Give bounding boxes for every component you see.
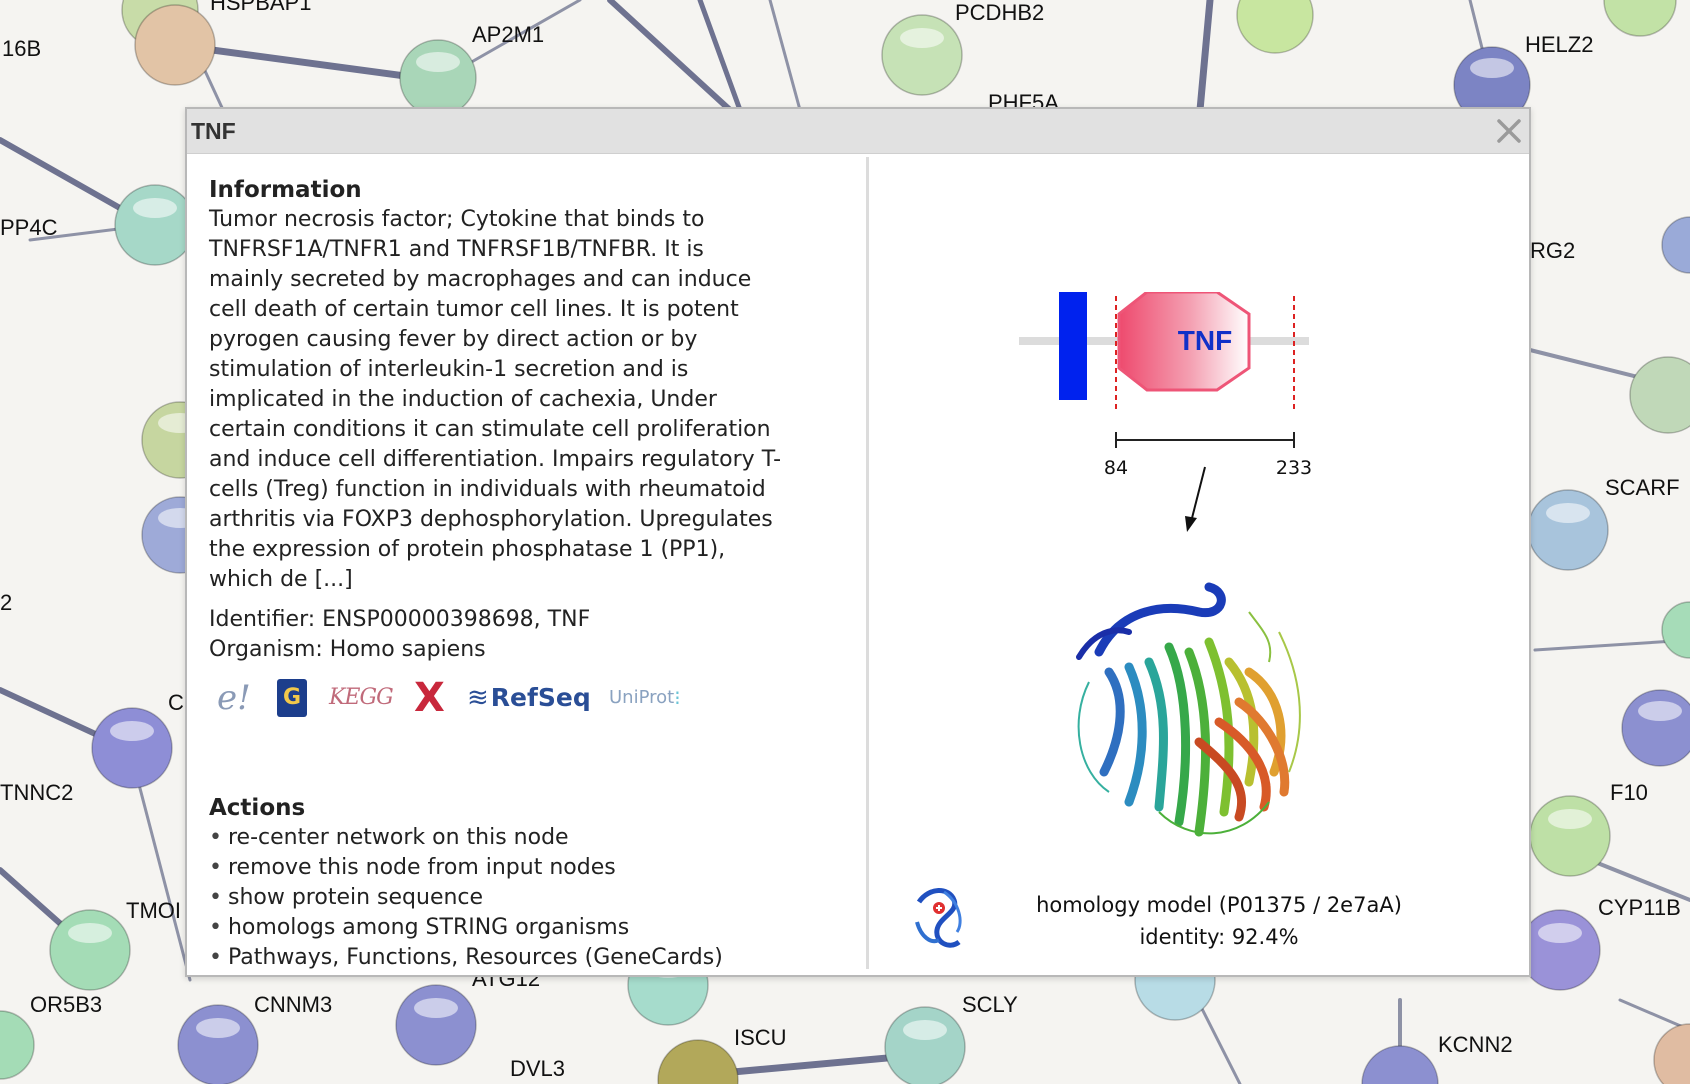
refseq-label: RefSeq <box>490 683 591 712</box>
node-label: OR5B3 <box>30 992 102 1017</box>
node-label: PP4C <box>0 215 58 240</box>
node-label: AP2M1 <box>472 22 544 47</box>
model-description: homology model (P01375 / 2e7aA) <box>1036 893 1402 917</box>
kegg-label: KEGG <box>329 685 394 710</box>
node-label: TNNC2 <box>0 780 73 805</box>
genecards-icon[interactable]: G <box>277 675 311 721</box>
popup-title: TNF <box>191 118 236 144</box>
x-icon[interactable]: X <box>414 675 448 721</box>
identifier-text: Identifier: ENSP00000398698, TNF <box>209 607 591 632</box>
node-label: C <box>168 690 184 715</box>
uniprot-icon[interactable]: UniProt ⁝ <box>609 675 709 721</box>
action-label: re-center network on this node <box>227 825 569 850</box>
database-links: e! G KEGG X ≋ RefSeq UniProt ⁝ <box>209 675 809 721</box>
x-label: X <box>414 675 445 721</box>
information-heading: Information <box>209 177 362 203</box>
recenter-action[interactable]: •re-center network on this node <box>209 825 569 850</box>
refseq-icon[interactable]: ≋ RefSeq <box>467 675 591 721</box>
structure-panel: TNF 84 233 <box>869 157 1529 977</box>
actions-section: Actions •re-center network on this node … <box>209 793 809 973</box>
domain-end: 233 <box>1276 457 1312 479</box>
pointer-arrow <box>1190 466 1206 523</box>
node-label: RG2 <box>1530 238 1575 263</box>
remove-node-action[interactable]: •remove this node from input nodes <box>209 855 616 880</box>
node-label: 16B <box>2 36 41 61</box>
uniprot-label: UniProt <box>609 687 675 708</box>
genecards-label: G <box>282 685 302 710</box>
action-label: homologs among STRING organisms <box>227 915 630 940</box>
node-label: KCNN2 <box>1438 1032 1513 1057</box>
action-label: remove this node from input nodes <box>227 855 616 880</box>
genecards-action[interactable]: •Pathways, Functions, Resources (GeneCar… <box>209 945 723 970</box>
node-label: SCARF <box>1605 475 1680 500</box>
node-label: 2 <box>0 590 12 615</box>
close-icon[interactable] <box>1491 113 1527 149</box>
organism-text: Organism: Homo sapiens <box>209 637 486 662</box>
domain-start: 84 <box>1104 457 1128 479</box>
panel-divider <box>866 157 869 969</box>
popup-header: TNF <box>187 109 1529 154</box>
homology-model-caption: homology model (P01375 / 2e7aA) identity… <box>969 889 1469 953</box>
node-label: F10 <box>1610 780 1648 805</box>
node-label: TMOI <box>126 898 181 923</box>
node-label: DVL3 <box>510 1056 565 1081</box>
domain-label: TNF <box>1178 325 1232 356</box>
action-label: show protein sequence <box>227 885 484 910</box>
actions-heading: Actions <box>209 795 306 821</box>
node-label: PCDHB2 <box>955 0 1044 25</box>
node-label: HSPBAP1 <box>210 0 312 15</box>
homologs-action[interactable]: •homologs among STRING organisms <box>209 915 630 940</box>
transmembrane-segment <box>1059 292 1087 400</box>
uniprot-dots-icon: ⁝ <box>674 686 681 710</box>
node-label: HELZ2 <box>1525 32 1593 57</box>
tnf-domain[interactable] <box>1117 292 1251 392</box>
node-label: CYP11B <box>1598 895 1681 920</box>
kegg-icon[interactable]: KEGG <box>329 675 394 721</box>
model-identity: identity: 92.4% <box>1139 925 1299 949</box>
ensembl-icon[interactable]: e! <box>217 675 259 721</box>
action-label: Pathways, Functions, Resources (GeneCard… <box>227 945 723 970</box>
node-label: SCLY <box>962 992 1018 1017</box>
info-panel: Information Tumor necrosis factor; Cytok… <box>209 175 809 973</box>
refseq-swirl-icon: ≋ <box>467 683 489 713</box>
show-sequence-action[interactable]: •show protein sequence <box>209 885 484 910</box>
node-label: ISCU <box>734 1025 787 1050</box>
domain-diagram: TNF 84 233 <box>1019 292 1312 532</box>
homology-model-icon[interactable] <box>909 882 973 954</box>
protein-structure-image[interactable] <box>1049 572 1349 852</box>
node-label: CNNM3 <box>254 992 332 1017</box>
protein-description: Tumor necrosis factor; Cytokine that bin… <box>209 207 782 592</box>
protein-info-popup: TNF Information Tumor necrosis factor; C… <box>185 107 1531 977</box>
ensembl-label: e! <box>217 678 251 718</box>
